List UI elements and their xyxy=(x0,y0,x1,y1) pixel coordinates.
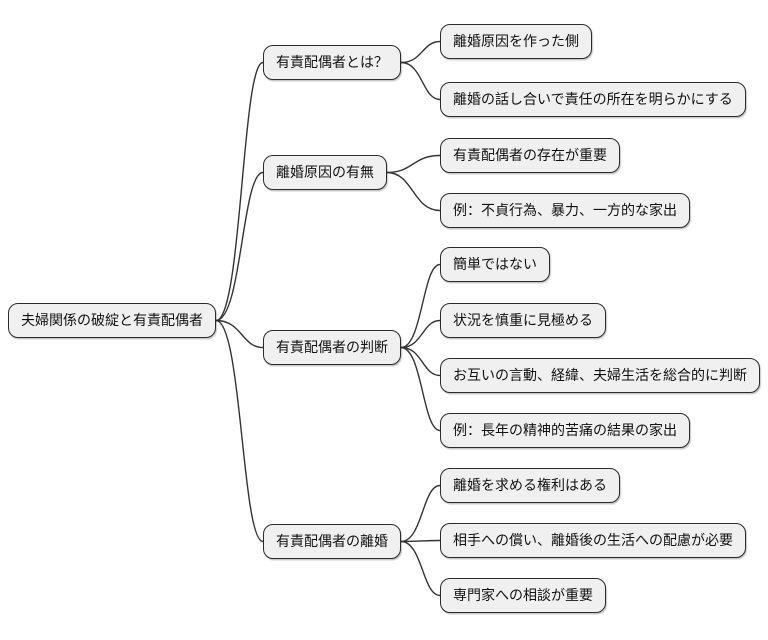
connector-path xyxy=(400,61,441,101)
branch-node: 有責配偶者とは？ xyxy=(263,45,401,80)
connector-path xyxy=(400,346,441,432)
root-node: 夫婦関係の破綻と有責配偶者 xyxy=(8,303,216,338)
leaf-node: 例：不貞行為、暴力、一方的な家出 xyxy=(440,193,690,228)
leaf-node: 相手への償い、離婚後の生活への配慮が必要 xyxy=(440,523,746,558)
leaf-node: 離婚の話し合いで責任の所在を明らかにする xyxy=(440,82,746,117)
connector-path xyxy=(400,263,441,349)
leaf-node: 離婚を求める権利はある xyxy=(440,468,620,503)
branch-node: 有責配偶者の判断 xyxy=(263,330,401,365)
connector-path xyxy=(215,171,264,322)
connector-path xyxy=(400,540,441,597)
leaf-node: 離婚原因を作った側 xyxy=(440,24,592,59)
connector-path xyxy=(400,346,441,377)
connector-path xyxy=(215,319,264,543)
connector-path xyxy=(215,319,264,349)
connector-path xyxy=(400,319,441,349)
leaf-node: 専門家への相談が重要 xyxy=(440,578,606,613)
connector-path xyxy=(386,154,441,174)
connector-path xyxy=(215,61,264,322)
leaf-node: 簡単ではない xyxy=(440,247,550,282)
branch-node: 離婚原因の有無 xyxy=(263,155,387,190)
connector-path xyxy=(400,539,441,543)
leaf-node: 有責配偶者の存在が重要 xyxy=(440,138,620,173)
connector-path xyxy=(400,40,441,64)
leaf-node: 状況を慎重に見極める xyxy=(440,303,606,338)
branch-node: 有責配偶者の離婚 xyxy=(263,524,401,559)
connector-path xyxy=(400,484,441,543)
leaf-node: お互いの言動、経緯、夫婦生活を総合的に判断 xyxy=(440,358,760,393)
connector-path xyxy=(386,171,441,212)
leaf-node: 例：長年の精神的苦痛の結果の家出 xyxy=(440,413,690,448)
